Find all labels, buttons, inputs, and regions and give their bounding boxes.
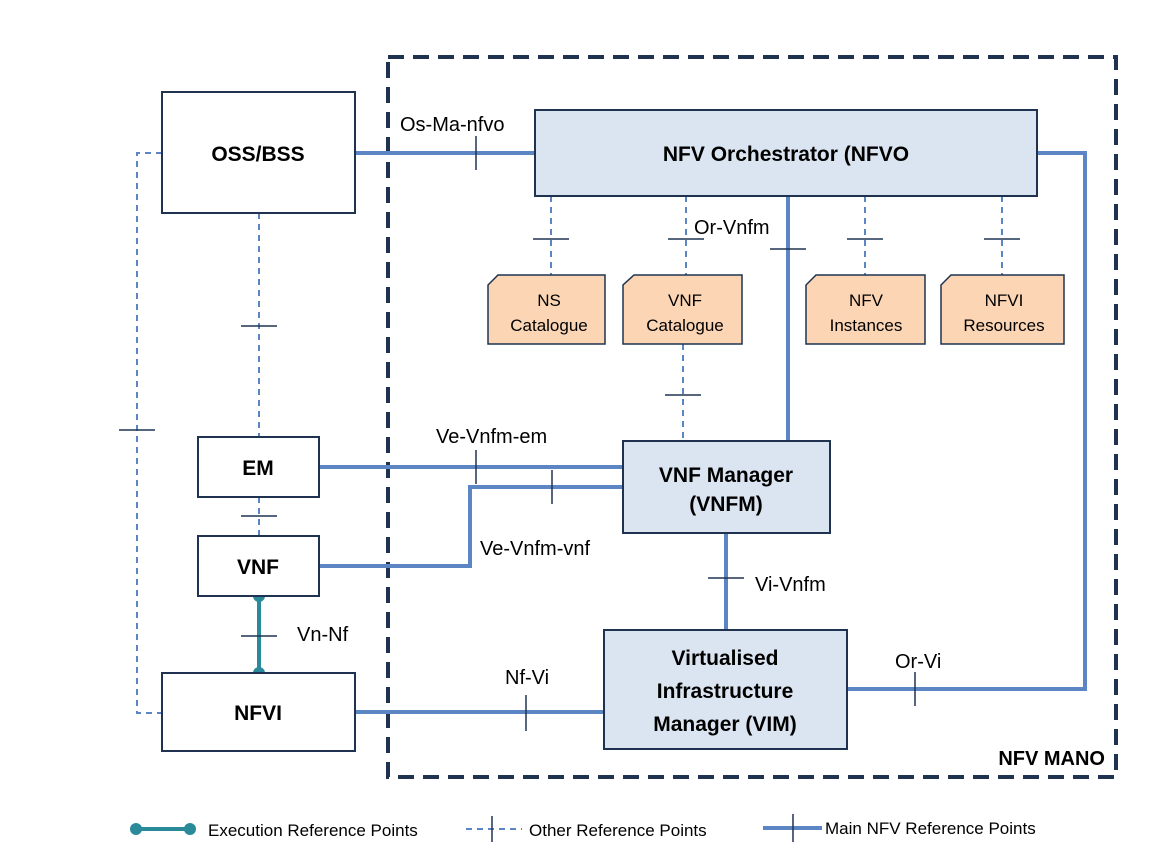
ns-catalogue-label-line2: Catalogue [510,316,588,335]
vn-nf-execution-line [241,590,277,679]
vnf-label: VNF [237,556,279,579]
vnf-box[interactable]: VNF [197,535,320,597]
nfv-mano-container [386,55,1118,779]
main-reference-ticks [475,136,916,731]
nfvi-resources-label-line2: Resources [963,316,1044,335]
nfv-instances-box[interactable]: NFV Instances [805,274,926,345]
legend-execution-label: Execution Reference Points [208,821,418,840]
nfv-instances-label-line1: NFV [849,291,884,310]
em-box[interactable]: EM [197,436,320,498]
legend: Execution Reference Points Other Referen… [130,814,1036,842]
vnf-catalogue-box[interactable]: VNF Catalogue [622,274,743,345]
legend-main-label: Main NFV Reference Points [825,819,1036,838]
or-vi-line [847,151,1087,691]
vnfm-box[interactable]: VNF Manager (VNFM) [622,440,831,534]
or-vi-label: Or-Vi [895,651,941,673]
other-reference-ticks [119,238,1020,517]
legend-other-label: Other Reference Points [529,821,707,840]
os-ma-nfvo-label: Os-Ma-nfvo [400,114,504,136]
ve-vnfm-vnf-line [319,485,623,568]
oss-nfvi-dashed-line [136,152,162,714]
nfvo-label: NFV Orchestrator (NFVO [663,143,909,166]
vim-label-line3: Manager (VIM) [653,713,797,736]
vim-label-line2: Infrastructure [657,680,794,703]
nfv-instances-label-line2: Instances [830,316,903,335]
ve-vnfm-em-label: Ve-Vnfm-em [436,426,547,448]
nfvo-box[interactable]: NFV Orchestrator (NFVO [534,109,1038,197]
nfv-mano-label: NFV MANO [998,748,1105,770]
vim-label-line1: Virtualised [672,647,779,670]
vn-nf-label: Vn-Nf [297,624,349,646]
vnfm-label-line1: VNF Manager [659,464,793,487]
vnfm-label-line2: (VNFM) [689,493,762,516]
main-reference-lines [319,151,1087,714]
nfvi-box[interactable]: NFVI [161,672,356,752]
vnf-catalogue-label-line2: Catalogue [646,316,724,335]
oss-bss-label: OSS/BSS [211,143,304,166]
nf-vi-label: Nf-Vi [505,667,549,689]
nfvi-label: NFVI [234,702,282,725]
vnf-catalogue-label-line1: VNF [668,291,702,310]
nfvi-resources-label-line1: NFVI [985,291,1024,310]
oss-bss-box[interactable]: OSS/BSS [161,91,356,214]
legend-execution-swatch [130,823,196,835]
vim-box[interactable]: Virtualised Infrastructure Manager (VIM) [603,629,848,750]
other-reference-lines [136,152,1003,714]
ve-vnfm-vnf-label: Ve-Vnfm-vnf [480,538,590,560]
em-label: EM [242,457,274,480]
ns-catalogue-box[interactable]: NS Catalogue [487,274,606,345]
nfvi-resources-box[interactable]: NFVI Resources [940,274,1065,345]
vi-vnfm-label: Vi-Vnfm [755,574,826,596]
legend-other-swatch [466,816,522,842]
legend-main-swatch [763,814,822,842]
or-vnfm-label: Or-Vnfm [694,217,770,239]
ns-catalogue-label-line1: NS [537,291,561,310]
